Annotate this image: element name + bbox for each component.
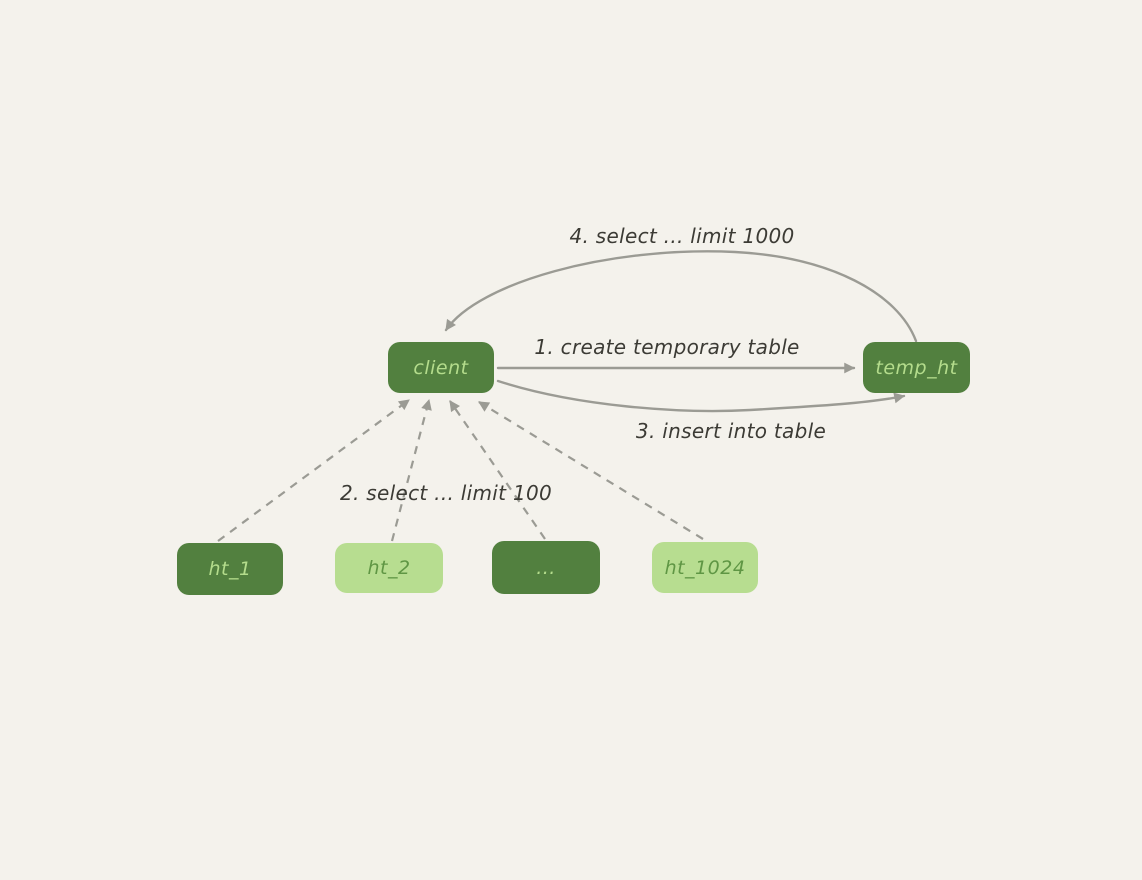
node-ht-1: ht_1 [177, 543, 283, 595]
edge-label-4: 4. select ... limit 1000 [569, 224, 795, 248]
edge-2-path-dots [449, 400, 546, 540]
edge-2-path-ht1 [217, 399, 410, 542]
node-client: client [388, 342, 494, 393]
edge-4-path [444, 250, 918, 343]
edge-2-path-ht2 [390, 398, 432, 542]
node-temp-ht-label: temp_ht [875, 356, 958, 379]
node-client-label: client [413, 356, 469, 379]
edge-label-2: 2. select ... limit 100 [339, 481, 553, 505]
node-ht-1024-label: ht_1024 [664, 556, 746, 579]
edge-3-path [496, 379, 906, 413]
edge-label-3: 3. insert into table [635, 419, 827, 443]
edge-label-1: 1. create temporary table [534, 335, 800, 359]
node-ellipsis-label: ... [536, 556, 556, 579]
node-ellipsis: ... [492, 541, 600, 594]
node-ht-2: ht_2 [335, 543, 443, 593]
node-ht-2-label: ht_2 [367, 557, 411, 579]
node-ht-1024: ht_1024 [652, 542, 758, 593]
node-temp-ht: temp_ht [863, 342, 970, 393]
node-ht-1-label: ht_1 [208, 558, 252, 580]
